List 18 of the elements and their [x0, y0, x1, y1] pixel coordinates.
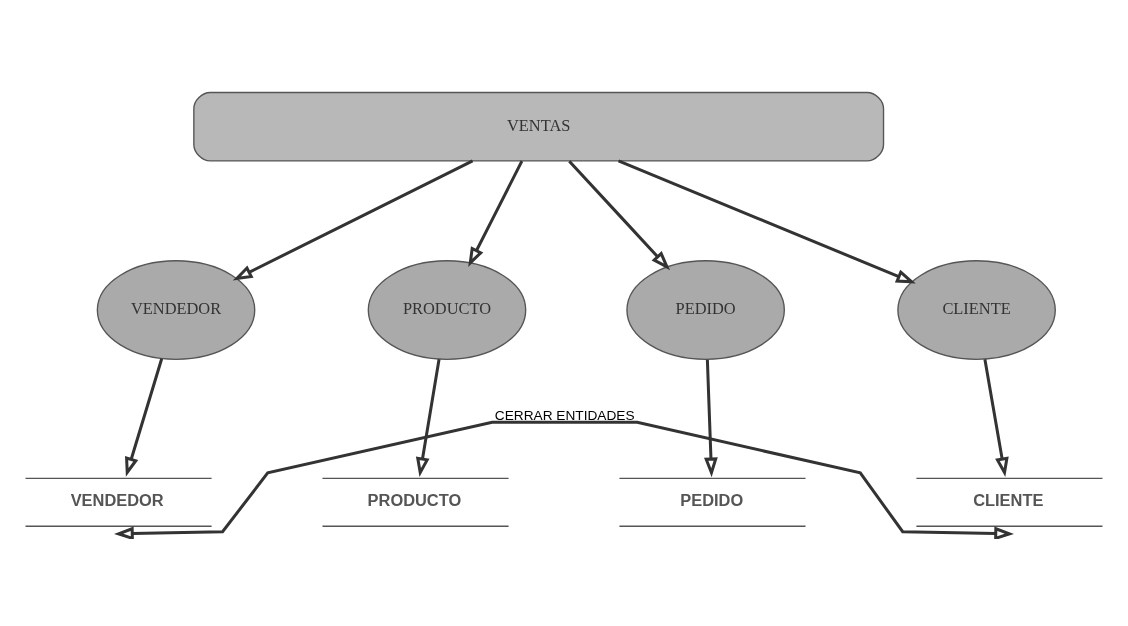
arrow: [232, 159, 474, 281]
arrow: [125, 358, 164, 477]
arrow: [983, 359, 1009, 478]
edge-label: CERRAR ENTIDADES: [494, 407, 635, 423]
node-ellipse: PRODUCTO: [367, 260, 527, 360]
node-text: CLIENTE: [973, 490, 1044, 509]
node-box: VENTAS: [193, 91, 885, 162]
node-ellipse: PEDIDO: [626, 260, 785, 360]
arrow: [468, 160, 524, 267]
arrow: [704, 359, 718, 478]
node-text: VENDEDOR: [70, 490, 164, 509]
node-text: PRODUCTO: [367, 490, 462, 509]
arrow: [114, 420, 1014, 539]
arrow: [568, 160, 671, 271]
node-ellipse: CLIENTE: [897, 260, 1056, 360]
arrow: [415, 359, 441, 478]
arrow: [617, 159, 916, 284]
node-text: PEDIDO: [680, 490, 744, 509]
